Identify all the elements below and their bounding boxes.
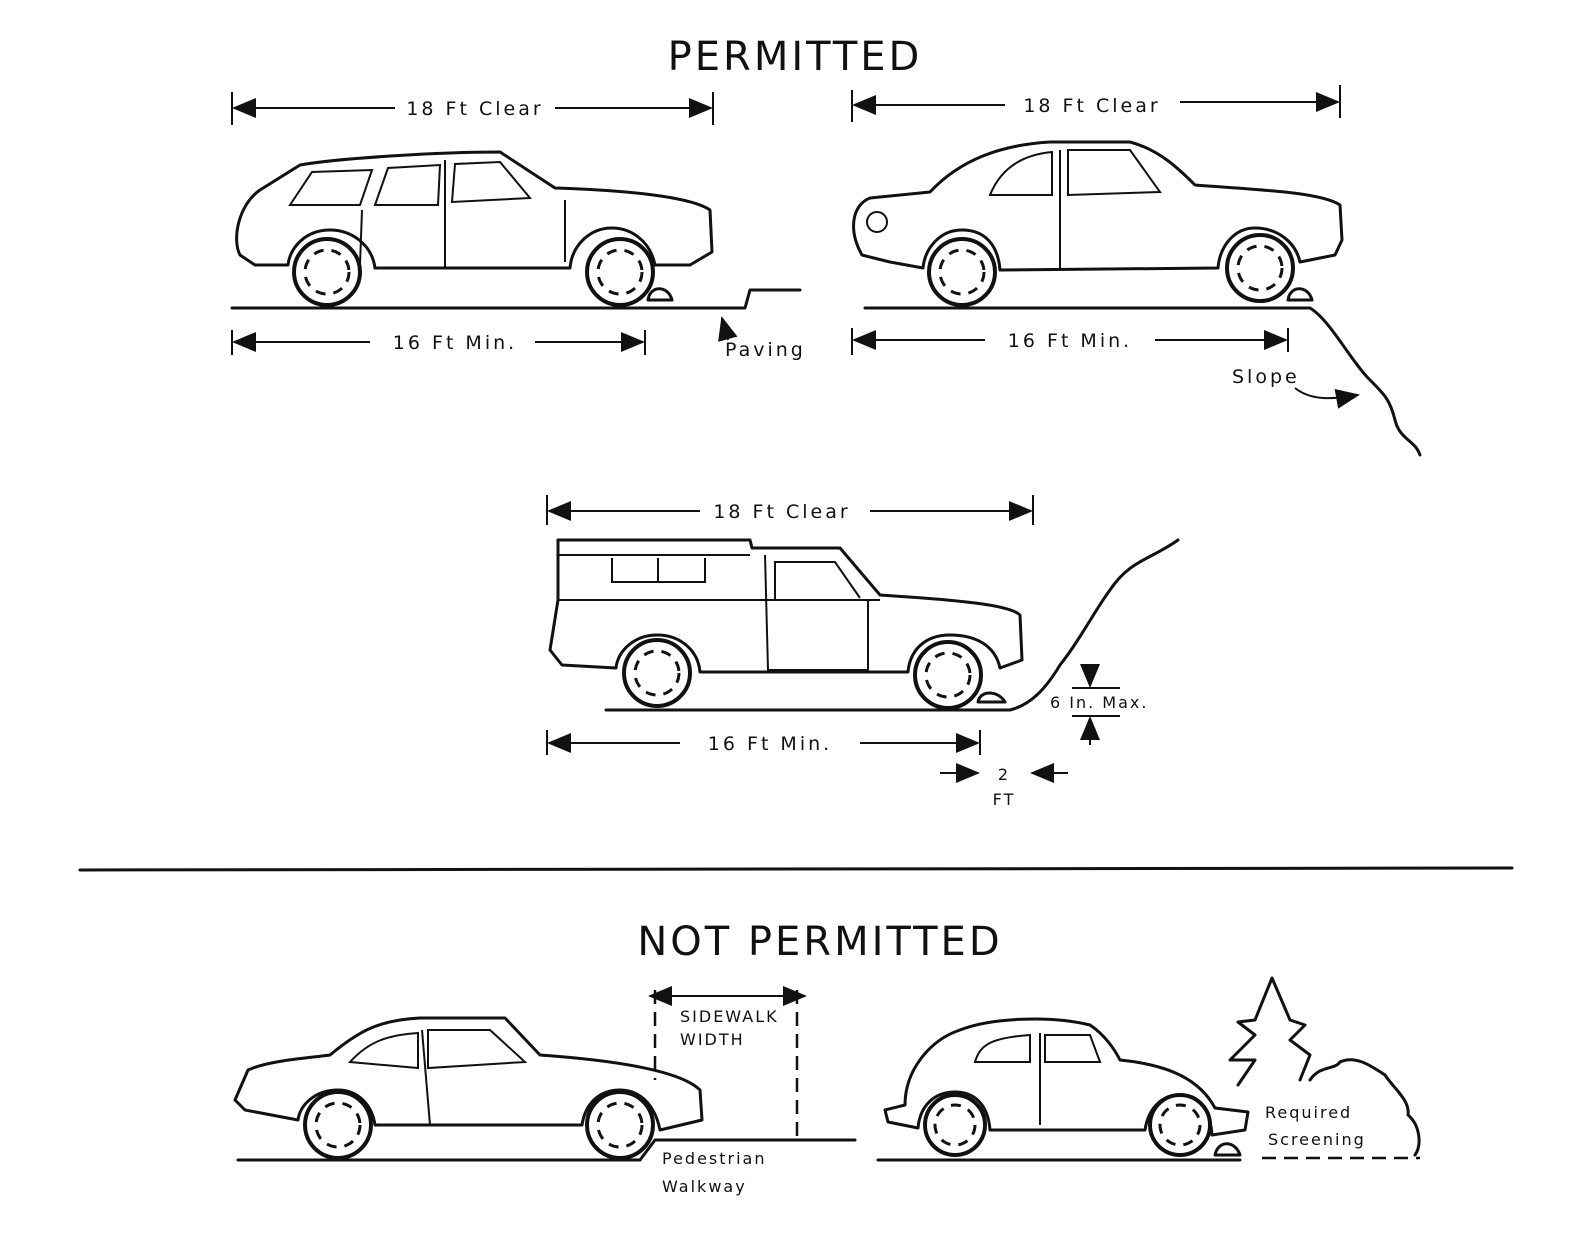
not-permitted-title: NOT PERMITTED bbox=[637, 919, 1002, 965]
permitted-title: PERMITTED bbox=[668, 34, 923, 80]
sidewalk-width-label-line1: SIDEWALK bbox=[680, 1007, 779, 1026]
wheel-stop bbox=[646, 287, 674, 302]
section-divider bbox=[78, 866, 1514, 872]
not-permitted-example-sidewalk: SIDEWALK WIDTH Pedestrian Walkway bbox=[233, 986, 857, 1196]
tree-icon bbox=[1228, 976, 1312, 1087]
pickup-truck-with-camper bbox=[548, 538, 1024, 710]
gap-value: 2 bbox=[998, 765, 1010, 784]
coupe-car bbox=[233, 1016, 704, 1160]
paving-label: Paving bbox=[725, 339, 806, 361]
ground-with-slope bbox=[863, 306, 1422, 457]
sidewalk-curb bbox=[638, 1138, 857, 1162]
required-screening-label-line2: Screening bbox=[1268, 1130, 1366, 1149]
beetle-car bbox=[883, 1017, 1250, 1157]
wheel-stop bbox=[1286, 287, 1314, 302]
ground-with-paving-step bbox=[230, 288, 802, 310]
wheel-stop bbox=[1213, 1142, 1242, 1157]
clear-label: 18 Ft Clear bbox=[406, 98, 543, 120]
permitted-example-paving: 18 Ft Clear 16 Ft Min. Paving bbox=[230, 92, 806, 361]
permitted-example-slope: 18 Ft Clear 16 Ft Min. Slope bbox=[851, 85, 1422, 457]
required-screening-label-line1: Required bbox=[1265, 1103, 1352, 1122]
pedestrian-walkway-label-line2: Walkway bbox=[662, 1177, 747, 1196]
height-max-label: 6 In. Max. bbox=[1050, 693, 1148, 712]
min-label: 16 Ft Min. bbox=[1008, 330, 1132, 352]
min-label: 16 Ft Min. bbox=[393, 332, 517, 354]
min-label: 16 Ft Min. bbox=[708, 733, 832, 755]
permitted-example-overhang: 18 Ft Clear 16 Ft Min. 6 In. Max. 2 FT bbox=[546, 495, 1180, 809]
clear-label: 18 Ft Clear bbox=[713, 501, 850, 523]
clear-label: 18 Ft Clear bbox=[1023, 95, 1160, 117]
not-permitted-example-screening: Required Screening bbox=[876, 976, 1421, 1162]
sidewalk-width-label-line2: WIDTH bbox=[680, 1030, 745, 1049]
slope-label: Slope bbox=[1232, 366, 1300, 388]
ground-with-slope bbox=[604, 538, 1180, 712]
station-wagon-car bbox=[235, 150, 714, 307]
pedestrian-walkway-label-line1: Pedestrian bbox=[662, 1149, 767, 1168]
shrub-icon bbox=[1308, 1058, 1421, 1157]
wheel-stop bbox=[976, 691, 1007, 704]
gap-unit: FT bbox=[993, 790, 1016, 809]
sedan-car bbox=[852, 140, 1344, 307]
